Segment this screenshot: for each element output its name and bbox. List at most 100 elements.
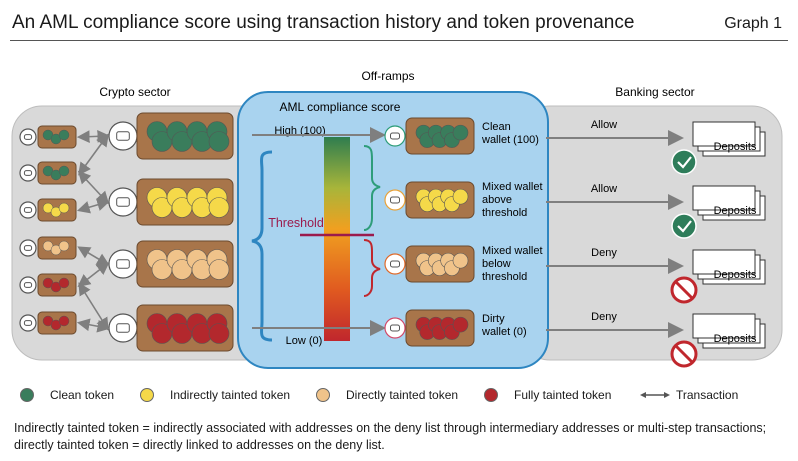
wallet-icon (19, 314, 37, 332)
wallet-icon (384, 253, 406, 275)
offramps-label: Off-ramps (361, 69, 414, 83)
wallet-label-line: Mixed wallet (482, 181, 543, 193)
token (208, 197, 230, 218)
wallet-icon-body (23, 245, 33, 251)
check-badge-icon (671, 213, 697, 239)
legend-direct: Directly tainted token (316, 388, 458, 402)
graph-label: Graph 1 (724, 15, 782, 32)
brace-top-right (363, 145, 381, 231)
legend-direct-label: Directly tainted token (346, 388, 459, 402)
wallet-label-line: threshold (482, 271, 527, 283)
score-panel (237, 91, 549, 369)
title-divider (10, 40, 788, 41)
wallet-icon-body (116, 259, 130, 269)
legend-indirect-label: Indirectly tainted token (170, 388, 291, 402)
wallet-icon-body (23, 320, 33, 326)
wallet-label-line: wallet (100) (481, 134, 539, 146)
token (208, 323, 230, 344)
deposits-label: Deposits (714, 205, 757, 217)
token (58, 315, 70, 327)
wallet-icon (19, 276, 37, 294)
legend-clean-label: Clean token (50, 388, 115, 402)
deny-slash-icon (674, 344, 694, 364)
crypto-sector-label: Crypto sector (99, 85, 170, 99)
wallet-icon (108, 313, 138, 343)
wallet-label-line: Clean (482, 121, 511, 133)
score-panel-title: AML compliance score (280, 100, 401, 114)
token (452, 124, 469, 141)
wallet-icon (108, 249, 138, 279)
wallet-icon (19, 239, 37, 257)
page-title: An AML compliance score using transactio… (12, 12, 635, 33)
legend-transaction-label: Transaction (676, 388, 739, 402)
deposits-label: Deposits (714, 333, 757, 345)
token (58, 129, 70, 141)
wallet-label-line: Mixed wallet (482, 245, 543, 257)
wallet-label-line: Dirty (482, 313, 505, 325)
legend-full: Fully tainted token (484, 388, 611, 402)
transaction-arrow (76, 129, 111, 144)
wallet-icon-body (116, 197, 130, 207)
wallet-icon-body (390, 260, 400, 268)
check-mark-icon (677, 156, 692, 169)
token (208, 131, 230, 152)
deposits-label: Deposits (714, 141, 757, 153)
transaction-arrow (77, 262, 110, 287)
direct-token-swatch (316, 388, 330, 402)
score-low-label: Low (0) (286, 335, 323, 347)
footnote: Indirectly tainted token = indirectly as… (14, 420, 789, 454)
decision-label: Deny (591, 247, 617, 259)
wallet-label-line: wallet (0) (481, 326, 527, 338)
legend-clean: Clean token (20, 388, 114, 402)
decision-label: Deny (591, 311, 617, 323)
token (452, 316, 469, 333)
decision-label: Allow (591, 183, 617, 195)
token (58, 202, 70, 214)
token (58, 240, 70, 252)
brace-mid-right (363, 239, 381, 297)
wallet-icon (384, 189, 406, 211)
wallet-label-line: threshold (482, 207, 527, 219)
deny-slash-icon (674, 280, 694, 300)
token (452, 252, 469, 269)
deposit-sheet (692, 185, 756, 211)
score-range-brace (251, 150, 273, 342)
transaction-arrow (76, 318, 111, 333)
clean-token-swatch (20, 388, 34, 402)
crypto-wallet-cluster (19, 112, 234, 352)
wallet-icon-body (23, 134, 33, 140)
deposit-sheet (692, 121, 756, 147)
footnote-line-2: directly tainted token = directly linked… (14, 438, 385, 452)
wallet-icon (19, 128, 37, 146)
wallet-icon (108, 121, 138, 151)
token (208, 259, 230, 280)
legend-full-label: Fully tainted token (514, 388, 612, 402)
wallet-icon-body (390, 132, 400, 140)
deposit-sheet (692, 249, 756, 275)
aml-diagram: Crypto sector Off-ramps Banking sector A… (11, 69, 783, 369)
wallet-icon (19, 164, 37, 182)
transaction-arrow-icon (640, 392, 670, 398)
transaction-arrow (77, 246, 110, 266)
transaction-arrow (78, 133, 109, 176)
check-badge-icon (671, 149, 697, 175)
transaction-arrow (76, 198, 111, 214)
wallet-label-line: above (482, 194, 512, 206)
transaction-arrow (77, 170, 110, 205)
wallet-icon (384, 125, 406, 147)
wallet-icon-body (390, 196, 400, 204)
wallet-icon (384, 317, 406, 339)
token (58, 277, 70, 289)
token (452, 188, 469, 205)
threshold-label: Threshold (268, 216, 324, 230)
deposits-label: Deposits (714, 269, 757, 281)
token (58, 165, 70, 177)
wallet-icon-body (23, 170, 33, 176)
legend: Clean token Indirectly tainted token Dir… (0, 388, 798, 408)
deposit-sheet (692, 313, 756, 339)
wallet-icon-body (23, 282, 33, 288)
score-gradient-bar (324, 137, 350, 341)
decision-label: Allow (591, 119, 617, 131)
wallet-icon-body (23, 207, 33, 213)
